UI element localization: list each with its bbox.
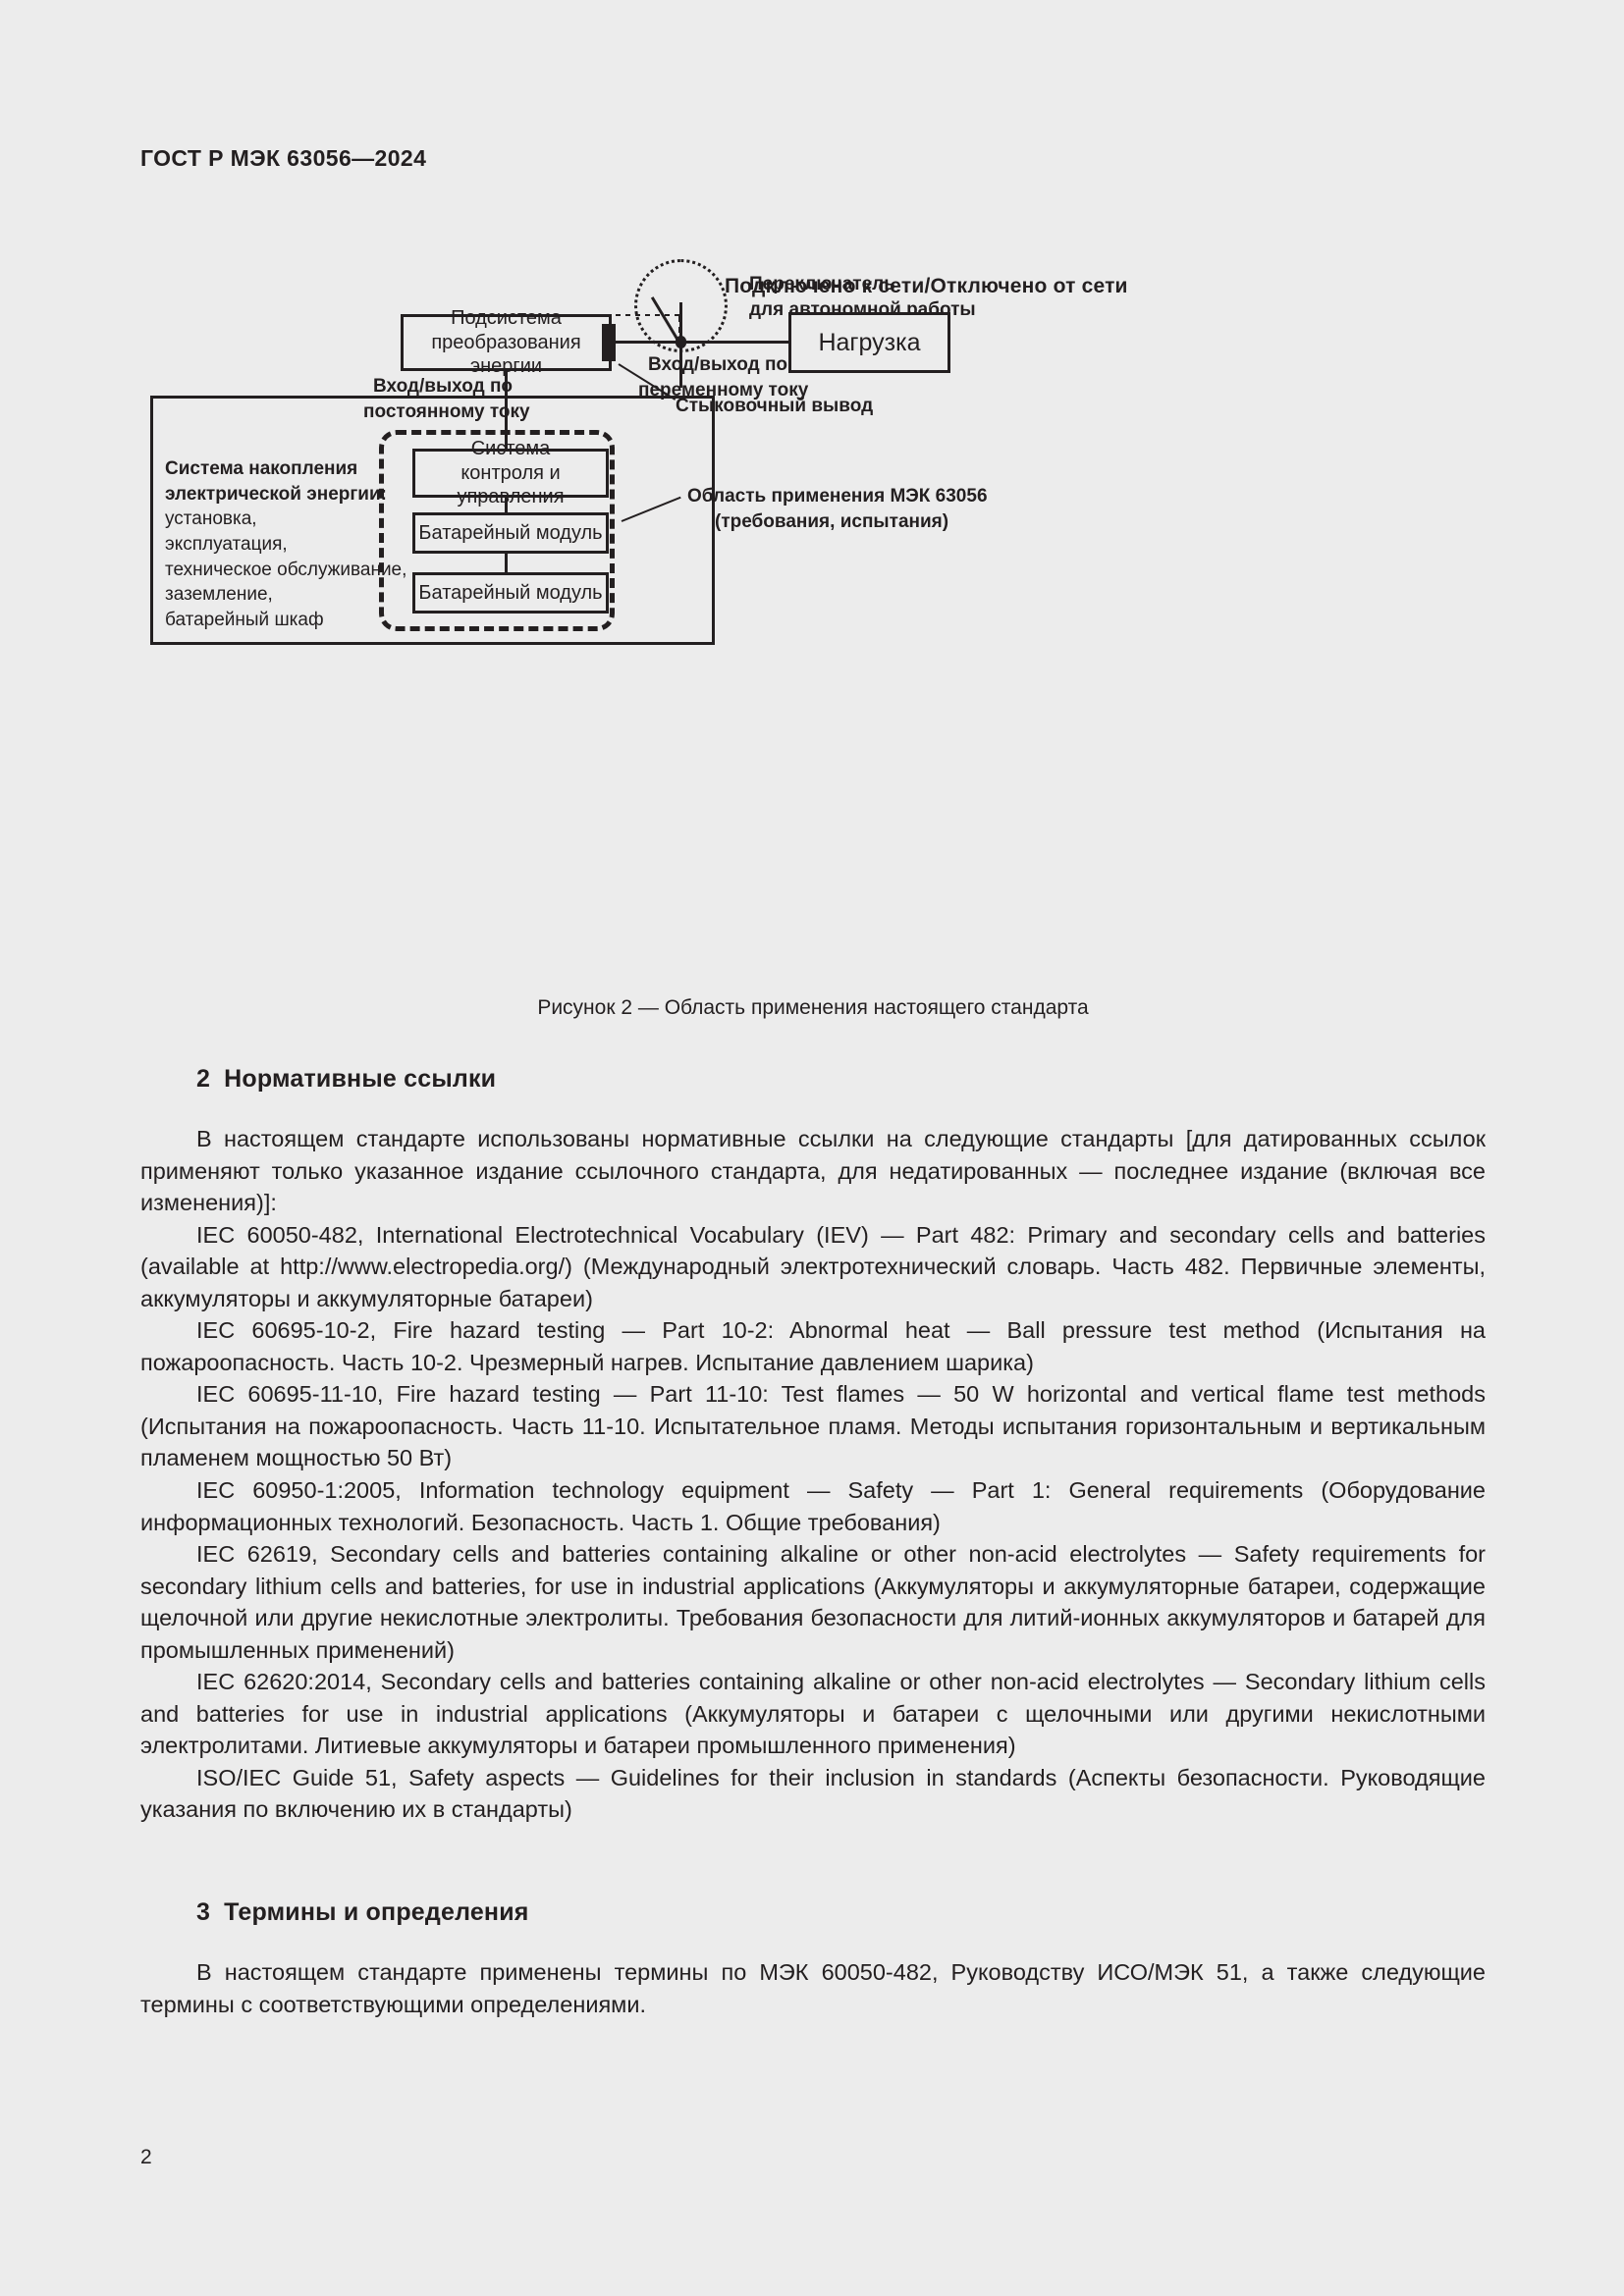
ess-item-1: эксплуатация,: [165, 533, 288, 555]
battery-module-box-2: Батарейный модуль: [412, 572, 609, 614]
docking-terminal-icon: [602, 324, 616, 361]
ess-title-line2: электрической энергии:: [165, 483, 387, 505]
bms-to-module1-line: [505, 498, 508, 512]
pcs-label-line2: преобразования энергии: [431, 331, 581, 378]
load-box: Нагрузка: [788, 312, 950, 373]
reference-item: ISO/IEC Guide 51, Safety aspects — Guide…: [140, 1764, 1486, 1823]
switch-lower-stem: [679, 348, 682, 388]
bms-label-line2: контроля и управления: [457, 461, 565, 508]
reference-item: IEC 62619, Secondary cells and batteries…: [140, 1541, 1486, 1663]
ess-item-2: техническое обслуживание,: [165, 559, 407, 580]
bms-label-line1: Система: [470, 438, 551, 460]
ac-bus-line: [616, 341, 788, 344]
normative-intro-paragraph: В настоящем стандарте использованы норма…: [140, 1126, 1486, 1216]
section-heading-normative: 2 Нормативные ссылки: [140, 1065, 1486, 1094]
ess-title-line1: Система накопления: [165, 458, 358, 479]
docking-terminal-label: Стыковочный вывод: [676, 396, 874, 416]
ac-bus-node-dot: [676, 336, 686, 347]
ess-item-3: заземление,: [165, 584, 273, 606]
scope-label-line1: Область применения МЭК 63056: [687, 486, 988, 507]
ac-port-label-line1: Вход/выход по: [648, 354, 788, 375]
pcs-label-line1: Подсистема: [451, 307, 562, 330]
section-number-3: 3: [196, 1898, 211, 1927]
module1-to-module2-line: [505, 554, 508, 572]
dashed-connection-upper: [612, 316, 680, 344]
dc-bus-line: [505, 371, 508, 449]
reference-item: IEC 60695-10-2, Fire hazard testing — Pa…: [140, 1317, 1486, 1375]
reference-item: IEC 60050-482, International Electrotech…: [140, 1221, 1486, 1311]
island-switch-label-line1: Переключатель: [749, 274, 895, 294]
power-conversion-subsystem-box: Подсистема преобразования энергии: [401, 307, 612, 377]
body-content: 2 Нормативные ссылки В настоящем стандарт…: [140, 1065, 1486, 2020]
grid-connection-label: Подключено к сети/Отключено от сети: [725, 275, 1128, 297]
ac-port-label-line2: переменному току: [638, 380, 809, 400]
dashed-connection-top: [616, 314, 680, 316]
monitoring-control-system-box: Система контроля и управления: [412, 438, 609, 507]
section-title-2: Нормативные ссылки: [224, 1065, 497, 1093]
figure-caption: Рисунок 2 — Область применения настоящег…: [537, 996, 1089, 1019]
ess-enclosure: [150, 396, 715, 645]
figure-2: Подключено к сети/Отключено от сети Пере…: [140, 255, 1486, 1019]
running-head: ГОСТ Р МЭК 63056—2024: [140, 145, 427, 171]
page-number: 2: [140, 2146, 152, 2168]
iec-scope-dashed-box: [379, 430, 615, 631]
dc-port-label-line2: постоянному току: [363, 401, 530, 422]
section-number-2: 2: [196, 1065, 211, 1093]
section-heading-terms: 3 Термины и определения: [140, 1898, 1486, 1927]
battery-module-box-1: Батарейный модуль: [412, 512, 609, 554]
ess-item-4: батарейный шкаф: [165, 609, 324, 630]
section-title-3: Термины и определения: [224, 1898, 529, 1927]
ess-item-0: установка,: [165, 508, 257, 530]
reference-item: IEC 60950-1:2005, Information technology…: [140, 1477, 1486, 1535]
terms-intro-paragraph: В настоящем стандарте применены термины …: [140, 1959, 1486, 2017]
ess-description-block: Система накопления электрической энергии…: [165, 456, 406, 632]
reference-item: IEC 62620:2014, Secondary cells and batt…: [140, 1669, 1486, 1759]
scope-label-line2: (требования, испытания): [715, 511, 949, 532]
dc-port-label-line1: Вход/выход по: [373, 376, 514, 397]
reference-item: IEC 60695-11-10, Fire hazard testing — P…: [140, 1381, 1486, 1471]
